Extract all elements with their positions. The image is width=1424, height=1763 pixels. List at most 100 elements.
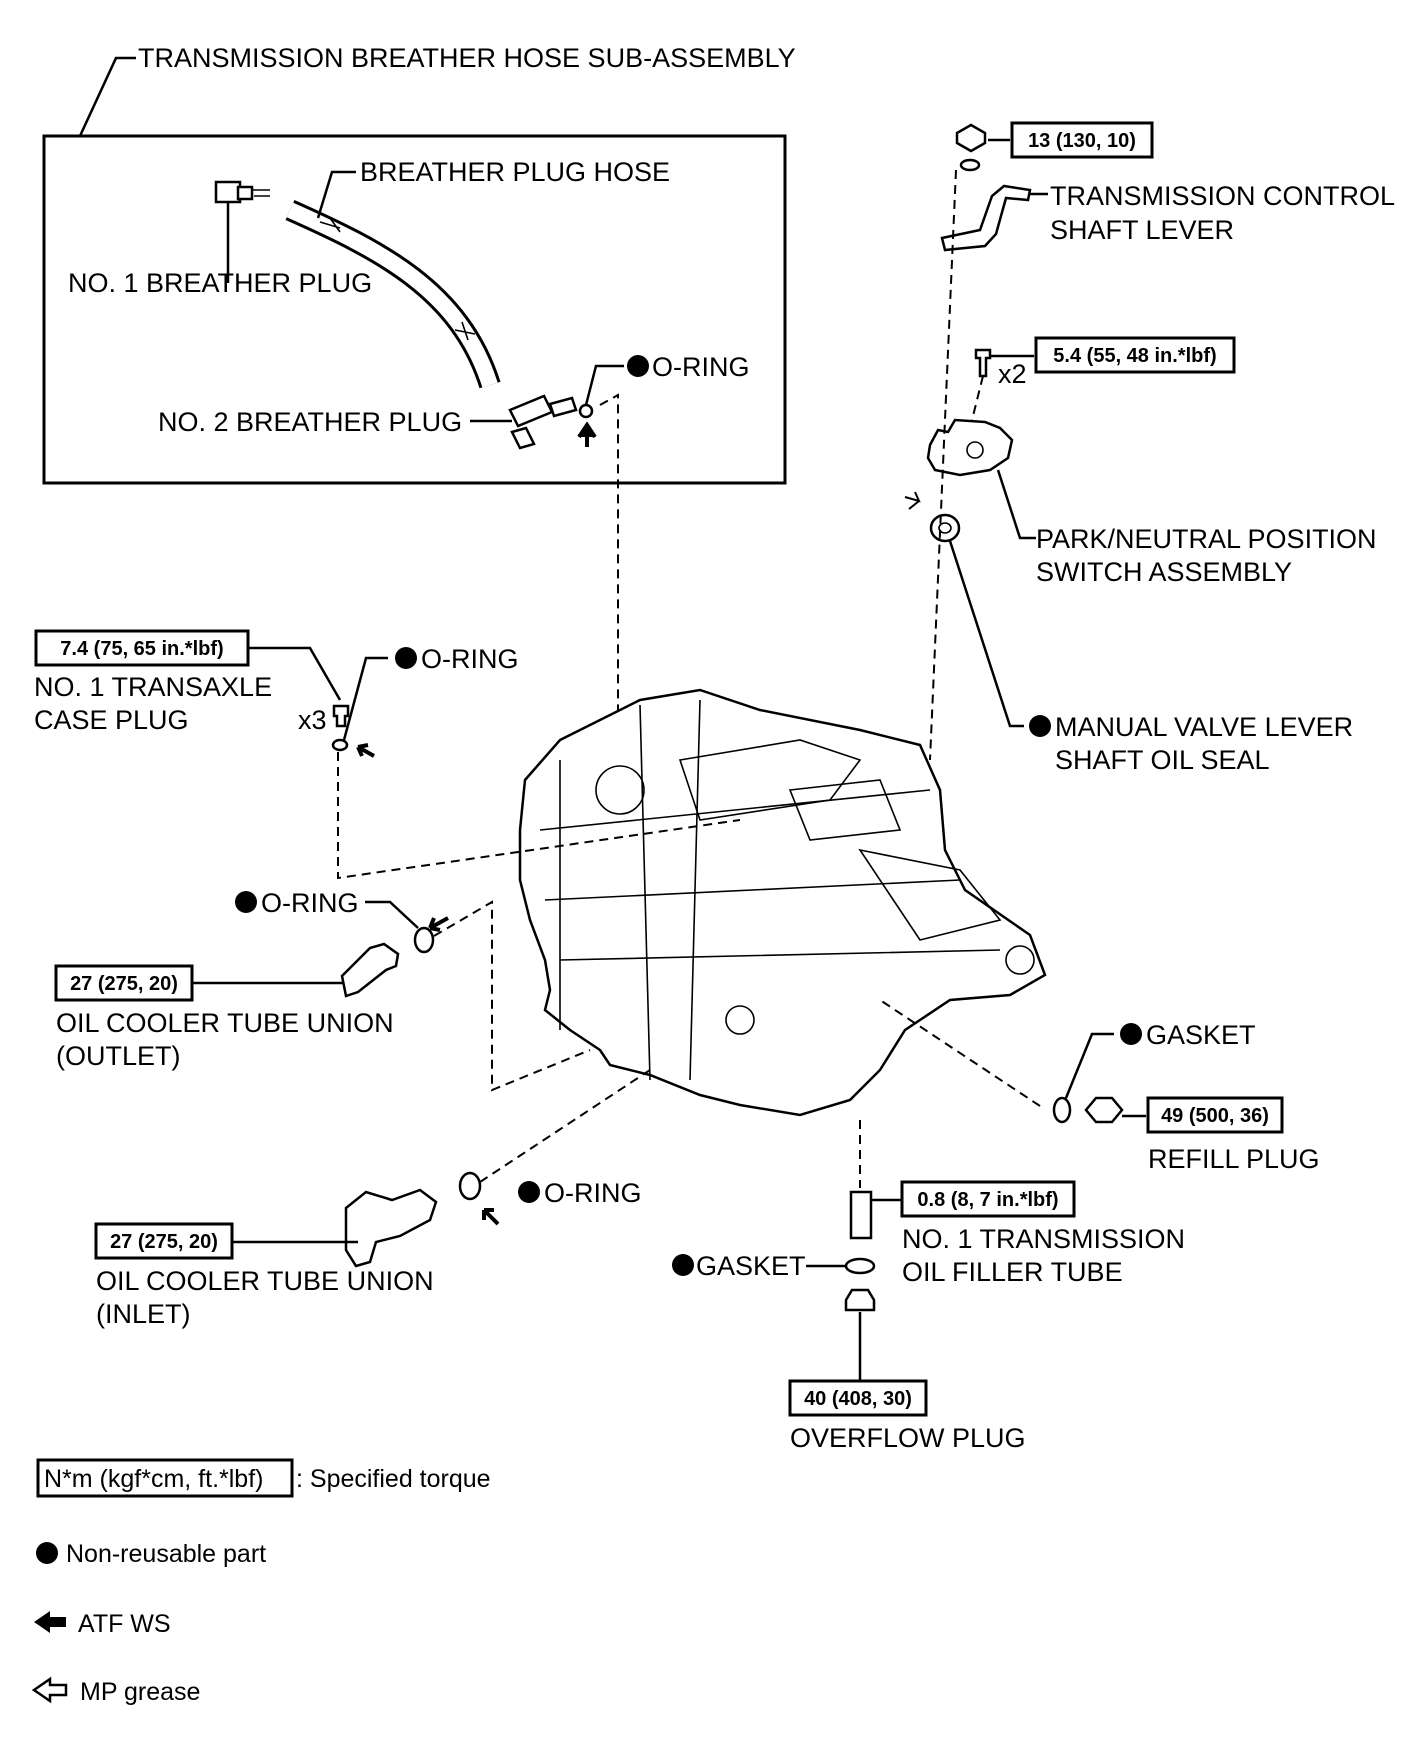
case-flange [858, 848, 1002, 941]
overflow-plug-part [844, 1288, 876, 1312]
label-breather-hose-subassembly: TRANSMISSION BREATHER HOSE SUB-ASSEMBLY [138, 43, 796, 73]
leader-case-plug-torque [248, 646, 342, 701]
case-ribs-vertical [559, 699, 701, 1081]
legend-torque-desc: : Specified torque [296, 1465, 491, 1493]
refill-plug-group: GASKET 49 (500, 36) REFILL PLUG [879, 999, 1320, 1174]
label-control-lever-2: SHAFT LEVER [1050, 215, 1234, 245]
dash-lever-to-case [929, 169, 957, 761]
pn-switch-group: x2 5.4 (55, 48 in.*lbf) PARK/NEUTRAL POS… [904, 169, 1377, 775]
legend-mp-grease: MP grease [80, 1678, 200, 1706]
dash-inset-to-case [599, 393, 619, 1010]
inlet-o-ring-part [458, 1171, 482, 1201]
label-qty-x3: x3 [298, 705, 327, 735]
case-filler-boss [725, 1005, 755, 1035]
case-plug-group: 7.4 (75, 65 in.*lbf) NO. 1 TRANSAXLE CAS… [34, 629, 741, 880]
label-o-ring-inlet: O-RING [544, 1178, 642, 1208]
cooler-outlet-union-part [340, 942, 400, 998]
legend-torque-units: N*m (kgf*cm, ft.*lbf) [44, 1465, 263, 1493]
label-no1-breather-plug: NO. 1 BREATHER PLUG [68, 268, 372, 298]
label-gasket-overflow: GASKET [696, 1251, 806, 1281]
label-overflow-plug: OVERFLOW PLUG [790, 1423, 1026, 1453]
filler-overflow-group: 0.8 (8, 7 in.*lbf) NO. 1 TRANSMISSION OI… [672, 1120, 1185, 1453]
lever-washer-part [959, 158, 981, 172]
label-cooler-outlet-1: OIL COOLER TUBE UNION [56, 1008, 394, 1038]
inset-o-ring-part [578, 403, 594, 419]
cooler-outlet-group: O-RING 27 (275, 20) OIL COOLER TUBE UNIO… [54, 888, 591, 1092]
refill-plug-part [1084, 1096, 1124, 1124]
inset-frame [42, 134, 787, 485]
case-outline [518, 688, 1047, 1117]
leader-breather-subassembly [78, 56, 136, 137]
non-reusable-dot-icon [627, 355, 649, 377]
label-qty-x2: x2 [998, 359, 1027, 389]
torque-box-overflow-plug [788, 1379, 928, 1417]
atf-ws-arrow-icon [428, 916, 449, 932]
case-plug-o-ring-part [331, 738, 349, 752]
non-reusable-dot-icon [1120, 1023, 1142, 1045]
non-reusable-dot-icon [672, 1254, 694, 1276]
label-control-lever-1: TRANSMISSION CONTROL [1050, 181, 1395, 211]
non-reusable-dot-icon [518, 1181, 540, 1203]
cooler-inlet-union-part [344, 1188, 438, 1268]
case-plug-part [332, 704, 350, 728]
label-filler-tube-1: NO. 1 TRANSMISSION [902, 1224, 1185, 1254]
leader-refill-gasket [1064, 1032, 1114, 1099]
legend-atf-ws: ATF WS [78, 1610, 171, 1638]
filler-tube-part [849, 1190, 873, 1240]
case-mount-boss [1005, 945, 1035, 975]
control-shaft-lever-group: 13 (130, 10) TRANSMISSION CONTROL SHAFT … [940, 121, 1395, 252]
torque-box-cooler-outlet [54, 964, 194, 1002]
dash-outlet-to-case [433, 900, 591, 1092]
atf-ws-arrow-icon [356, 743, 375, 758]
pn-switch-bolt-part [974, 348, 992, 378]
label-pn-switch-1: PARK/NEUTRAL POSITION [1036, 524, 1377, 554]
torque-filler-tube: 0.8 (8, 7 in.*lbf) [917, 1189, 1058, 1211]
leader-case-plug-o-ring [342, 656, 388, 741]
atf-ws-arrow-icon [577, 421, 597, 447]
leader-inset-o-ring [584, 364, 624, 406]
legend: N*m (kgf*cm, ft.*lbf) : Specified torque… [31, 1458, 491, 1706]
pn-switch-body-part [926, 418, 1014, 477]
pn-switch-hub [966, 441, 984, 459]
leader-pn-switch [996, 469, 1036, 540]
label-gasket-refill: GASKET [1146, 1020, 1256, 1050]
torque-box-cooler-inlet [94, 1222, 234, 1260]
case-upper-web [678, 739, 862, 821]
label-no2-breather-plug: NO. 2 BREATHER PLUG [158, 407, 462, 437]
manual-valve-seal-part [929, 513, 961, 543]
mp-grease-arrow-icon [904, 491, 921, 510]
leader-breather-hose [316, 170, 356, 219]
breather-hose-body [286, 202, 498, 388]
dash-inlet-to-case [479, 1069, 651, 1183]
atf-ws-arrow-icon [34, 1611, 66, 1633]
torque-pn-bolt: 5.4 (55, 48 in.*lbf) [1053, 345, 1216, 367]
cooler-inlet-group: 27 (275, 20) OIL COOLER TUBE UNION (INLE… [94, 1069, 651, 1329]
torque-cooler-inlet: 27 (275, 20) [110, 1231, 218, 1253]
label-case-plug-2: CASE PLUG [34, 705, 189, 735]
label-o-ring-outlet: O-RING [261, 888, 359, 918]
torque-overflow-plug: 40 (408, 30) [804, 1388, 912, 1410]
legend-torque-box [36, 1458, 294, 1498]
breather-hose-braid [319, 217, 476, 341]
label-case-plug-1: NO. 1 TRANSAXLE [34, 672, 272, 702]
torque-cooler-outlet: 27 (275, 20) [70, 973, 178, 995]
torque-box-refill-plug [1146, 1096, 1284, 1134]
label-cooler-outlet-2: (OUTLET) [56, 1041, 181, 1071]
label-cooler-inlet-1: OIL COOLER TUBE UNION [96, 1266, 434, 1296]
case-bore [595, 765, 645, 815]
label-filler-tube-2: OIL FILLER TUBE [902, 1257, 1123, 1287]
non-reusable-dot-icon [1029, 715, 1051, 737]
torque-lever-nut: 13 (130, 10) [1028, 130, 1136, 152]
outlet-o-ring-part [413, 926, 435, 954]
label-breather-plug-hose: BREATHER PLUG HOSE [360, 157, 670, 187]
torque-box-filler-tube [900, 1180, 1076, 1218]
torque-box-lever-nut [1010, 121, 1154, 159]
torque-refill-plug: 49 (500, 36) [1161, 1105, 1269, 1127]
torque-case-plug: 7.4 (75, 65 in.*lbf) [60, 638, 223, 660]
non-reusable-dot-icon [395, 647, 417, 669]
torque-box-pn-bolt [1034, 336, 1236, 374]
label-refill-plug: REFILL PLUG [1148, 1144, 1320, 1174]
label-cooler-inlet-2: (INLET) [96, 1299, 191, 1329]
non-reusable-dot-icon [36, 1542, 58, 1564]
